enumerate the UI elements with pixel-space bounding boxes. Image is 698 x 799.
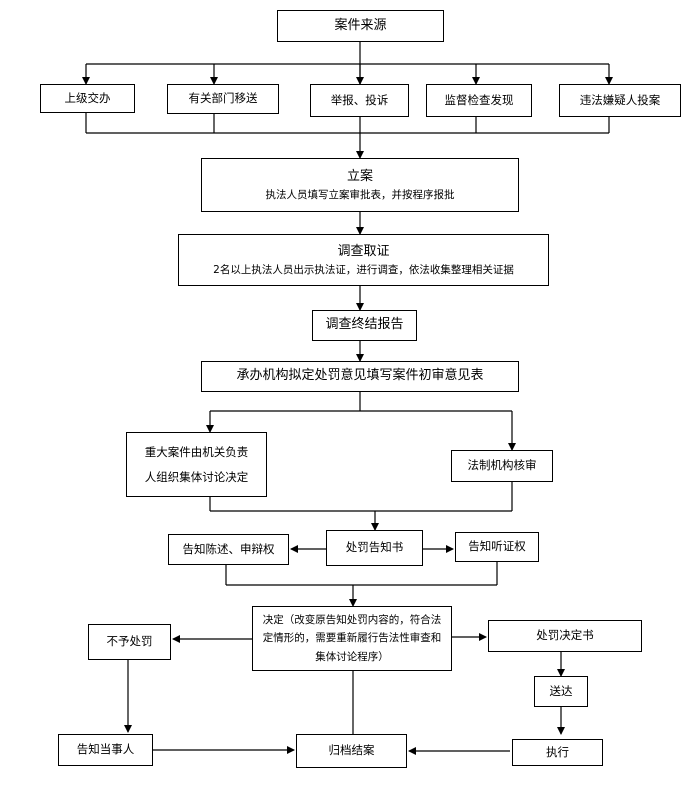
node-investigate: 调查取证 2名以上执法人员出示执法证，进行调查，依法收集整理相关证据 bbox=[178, 234, 549, 286]
node-case-source: 案件来源 bbox=[277, 10, 444, 42]
node-register: 立案 执法人员填写立案审批表，并按程序报批 bbox=[201, 158, 519, 212]
node-decision-label: 决定（改变原告知处罚内容的，符合法定情形的，需要重新履行告法性审查和集体讨论程序… bbox=[262, 613, 442, 663]
node-major-case-line1: 重大案件由机关负责 bbox=[144, 445, 249, 460]
node-major-case: 重大案件由机关负责 人组织集体讨论决定 bbox=[126, 432, 267, 497]
node-no-penalty-label: 不予处罚 bbox=[106, 634, 153, 649]
node-report-complaint-label: 举报、投诉 bbox=[330, 92, 389, 107]
node-suspect-surrender: 违法嫌疑人投案 bbox=[559, 84, 681, 117]
node-superior-assignment: 上级交办 bbox=[40, 84, 135, 113]
node-inspection-discovery-label: 监督检查发现 bbox=[444, 92, 514, 107]
node-final-report-label: 调查终结报告 bbox=[325, 317, 404, 333]
node-penalty-decision: 处罚决定书 bbox=[488, 620, 642, 652]
node-penalty-decision-label: 处罚决定书 bbox=[536, 628, 594, 643]
node-penalty-notice: 处罚告知书 bbox=[326, 530, 423, 566]
node-draft-opinion-label: 承办机构拟定处罚意见填写案件初审意见表 bbox=[236, 368, 484, 384]
node-deliver: 送达 bbox=[534, 676, 588, 707]
node-archive: 归档结案 bbox=[296, 734, 407, 768]
node-penalty-notice-label: 处罚告知书 bbox=[345, 540, 404, 555]
node-superior-assignment-label: 上级交办 bbox=[64, 90, 111, 105]
node-major-case-line2: 人组织集体讨论决定 bbox=[144, 469, 249, 484]
node-inform-defense-label: 告知陈述、申辩权 bbox=[182, 541, 275, 556]
node-deliver-label: 送达 bbox=[549, 683, 573, 698]
node-legal-review-label: 法制机构核审 bbox=[467, 458, 537, 473]
node-investigate-desc: 2名以上执法人员出示执法证，进行调查，依法收集整理相关证据 bbox=[213, 263, 514, 276]
node-investigate-title: 调查取证 bbox=[337, 243, 390, 259]
node-archive-label: 归档结案 bbox=[328, 743, 375, 758]
node-execute: 执行 bbox=[512, 739, 603, 766]
node-department-transfer-label: 有关部门移送 bbox=[188, 91, 258, 106]
node-case-source-label: 案件来源 bbox=[334, 17, 387, 33]
node-draft-opinion: 承办机构拟定处罚意见填写案件初审意见表 bbox=[201, 361, 519, 392]
node-no-penalty: 不予处罚 bbox=[88, 624, 171, 660]
node-execute-label: 执行 bbox=[546, 744, 569, 759]
node-department-transfer: 有关部门移送 bbox=[167, 84, 279, 114]
node-inform-hearing-label: 告知听证权 bbox=[468, 539, 526, 554]
node-inform-hearing: 告知听证权 bbox=[455, 532, 539, 562]
node-report-complaint: 举报、投诉 bbox=[310, 84, 409, 117]
node-register-title: 立案 bbox=[346, 168, 373, 184]
node-inform-defense: 告知陈述、申辩权 bbox=[168, 534, 289, 565]
node-final-report: 调查终结报告 bbox=[312, 310, 417, 341]
node-inform-party: 告知当事人 bbox=[58, 734, 153, 766]
node-suspect-surrender-label: 违法嫌疑人投案 bbox=[579, 92, 661, 107]
node-inform-party-label: 告知当事人 bbox=[76, 742, 135, 757]
node-inspection-discovery: 监督检查发现 bbox=[426, 84, 532, 117]
node-decision: 决定（改变原告知处罚内容的，符合法定情形的，需要重新履行告法性审查和集体讨论程序… bbox=[252, 606, 452, 671]
node-register-desc: 执法人员填写立案审批表，并按程序报批 bbox=[265, 188, 455, 201]
node-legal-review: 法制机构核审 bbox=[451, 450, 553, 482]
